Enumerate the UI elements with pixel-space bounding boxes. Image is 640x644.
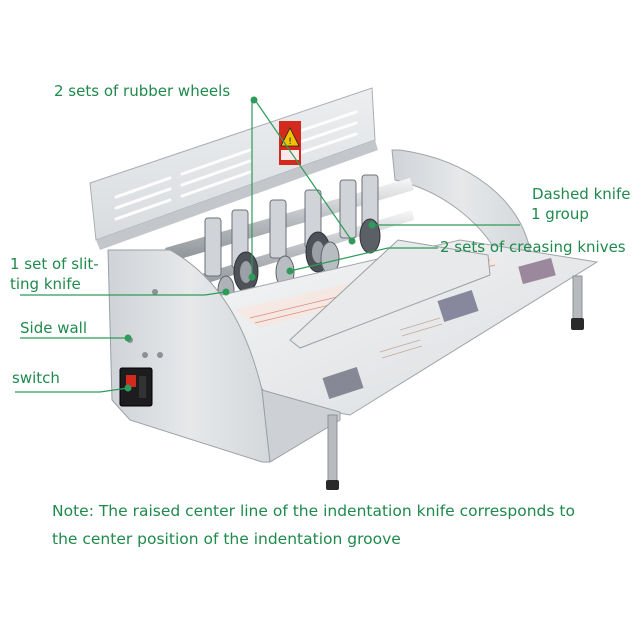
note-line-1: Note: The raised center line of the inde… xyxy=(52,502,575,520)
leader-dots xyxy=(124,96,376,392)
left-side-wall xyxy=(107,249,271,463)
svg-text:!: ! xyxy=(288,137,292,147)
label-side-wall: Side wall xyxy=(20,319,88,337)
label-dashed-knife-line2: 1 group xyxy=(531,205,589,223)
side-wall-screws xyxy=(127,289,163,358)
label-slitting-knife-line1: 1 set of slit- xyxy=(10,255,99,273)
label-dashed-knife-line1: Dashed knife xyxy=(532,185,631,203)
note-text: Note: The raised center line of the inde… xyxy=(52,497,622,553)
power-switch xyxy=(119,367,153,407)
label-creasing-knives: 2 sets of creasing knives xyxy=(440,238,626,256)
back-guard-plate xyxy=(89,87,378,250)
knife-assemblies xyxy=(204,174,379,277)
warning-sticker-icon: ! xyxy=(279,121,301,165)
label-switch: switch xyxy=(12,369,60,387)
leader-lines xyxy=(15,99,520,393)
label-slitting-knife-line2: ting knife xyxy=(10,275,81,293)
right-side-wall xyxy=(391,149,531,259)
side-guide-bar xyxy=(289,239,491,349)
label-rubber-wheels: 2 sets of rubber wheels xyxy=(54,82,231,100)
front-panel xyxy=(261,389,341,463)
note-line-2: the center position of the indentation g… xyxy=(52,530,401,548)
machine-legs xyxy=(326,275,584,490)
